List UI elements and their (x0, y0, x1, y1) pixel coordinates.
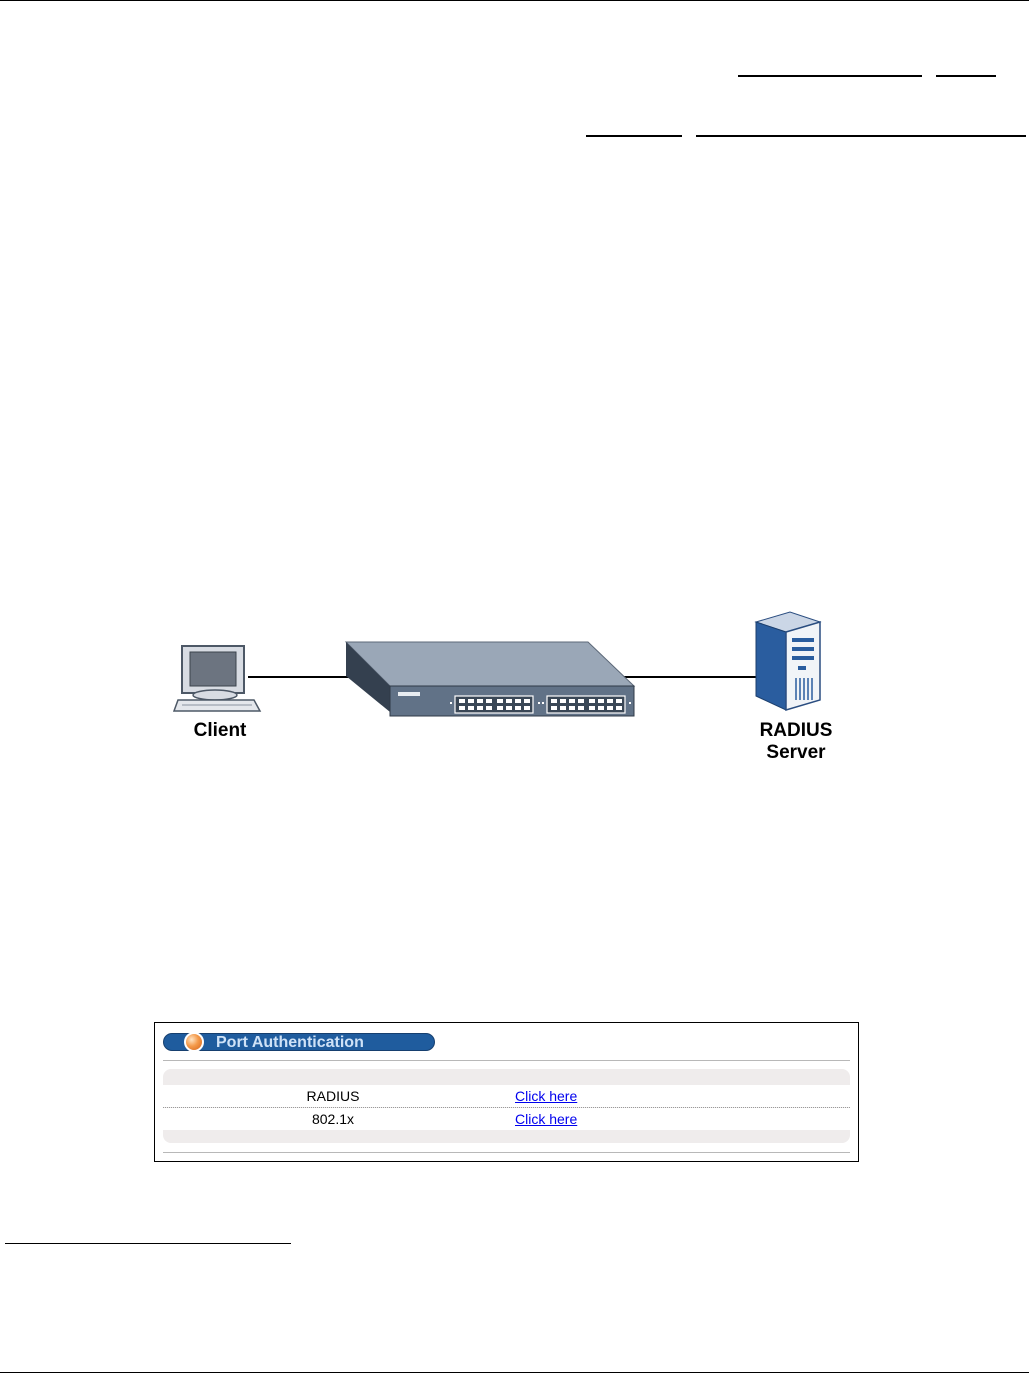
row-name: 802.1x (163, 1108, 503, 1130)
computer-icon (174, 646, 260, 711)
server-label-line1: RADIUS (746, 720, 846, 742)
title-bar: Port Authentication (163, 1033, 435, 1051)
port-authentication-screen: Port Authentication RADIUS Click here 80… (154, 1022, 859, 1162)
table-row: 802.1x Click here (163, 1108, 850, 1130)
network-diagram: Client RADIUS Server (160, 600, 860, 780)
switch-icon (346, 642, 634, 716)
footnote-rule (5, 1243, 291, 1244)
bottom-divider (163, 1152, 850, 1153)
server-icon (756, 612, 820, 710)
footer-rule (0, 1372, 1029, 1373)
table-row: RADIUS Click here (163, 1085, 850, 1107)
client-label: Client (180, 720, 260, 742)
cross-reference-link[interactable] (696, 135, 1026, 137)
cross-reference-link[interactable] (936, 75, 996, 77)
screen-title: Port Authentication (216, 1034, 364, 1051)
header-rule (0, 0, 1029, 1)
server-label-line2: Server (746, 742, 846, 764)
cross-reference-link[interactable] (586, 135, 682, 137)
top-divider (163, 1060, 850, 1061)
row-name: RADIUS (163, 1085, 503, 1107)
radius-click-here-link[interactable]: Click here (515, 1085, 577, 1107)
cross-reference-link[interactable] (738, 75, 922, 77)
dot1x-click-here-link[interactable]: Click here (515, 1108, 577, 1130)
orb-icon (184, 1032, 204, 1052)
